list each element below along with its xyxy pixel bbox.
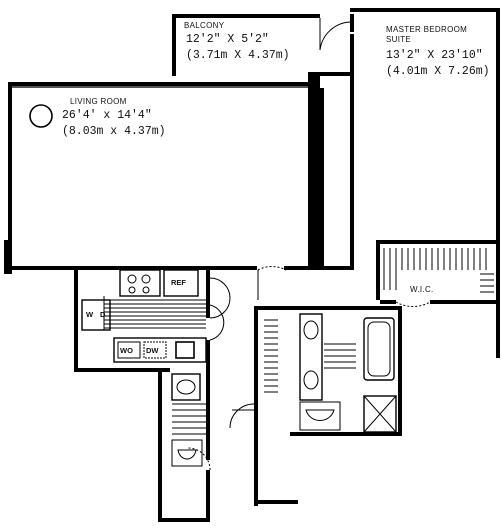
washer-label: W [86, 310, 94, 319]
dryer-label: D [100, 310, 106, 319]
master-dim-imperial: 13'2" X 23'10" [386, 49, 483, 62]
balcony-name: BALCONY [184, 21, 225, 30]
living-name: LIVING ROOM [70, 97, 127, 106]
wall-oven-label: WO [120, 346, 133, 355]
balcony-dim-metric: (3.71m X 4.37m) [186, 49, 290, 62]
master-dim-metric: (4.01m X 7.26m) [386, 65, 490, 78]
dishwasher-label: DW [146, 346, 159, 355]
master-name-line2: SUITE [386, 35, 412, 44]
ref-label: REF [171, 278, 186, 287]
doors [187, 18, 431, 471]
walls [4, 8, 500, 522]
living-dim-metric: (8.03m x 4.37m) [62, 125, 166, 138]
wic-name: W.I.C. [410, 285, 434, 294]
living-dim-imperial: 26'4' x 14'4" [62, 109, 152, 122]
balcony-dim-imperial: 12'2" X 5'2" [186, 33, 269, 46]
fixtures [29, 104, 494, 467]
master-name-line1: MASTER BEDROOM [386, 25, 468, 34]
